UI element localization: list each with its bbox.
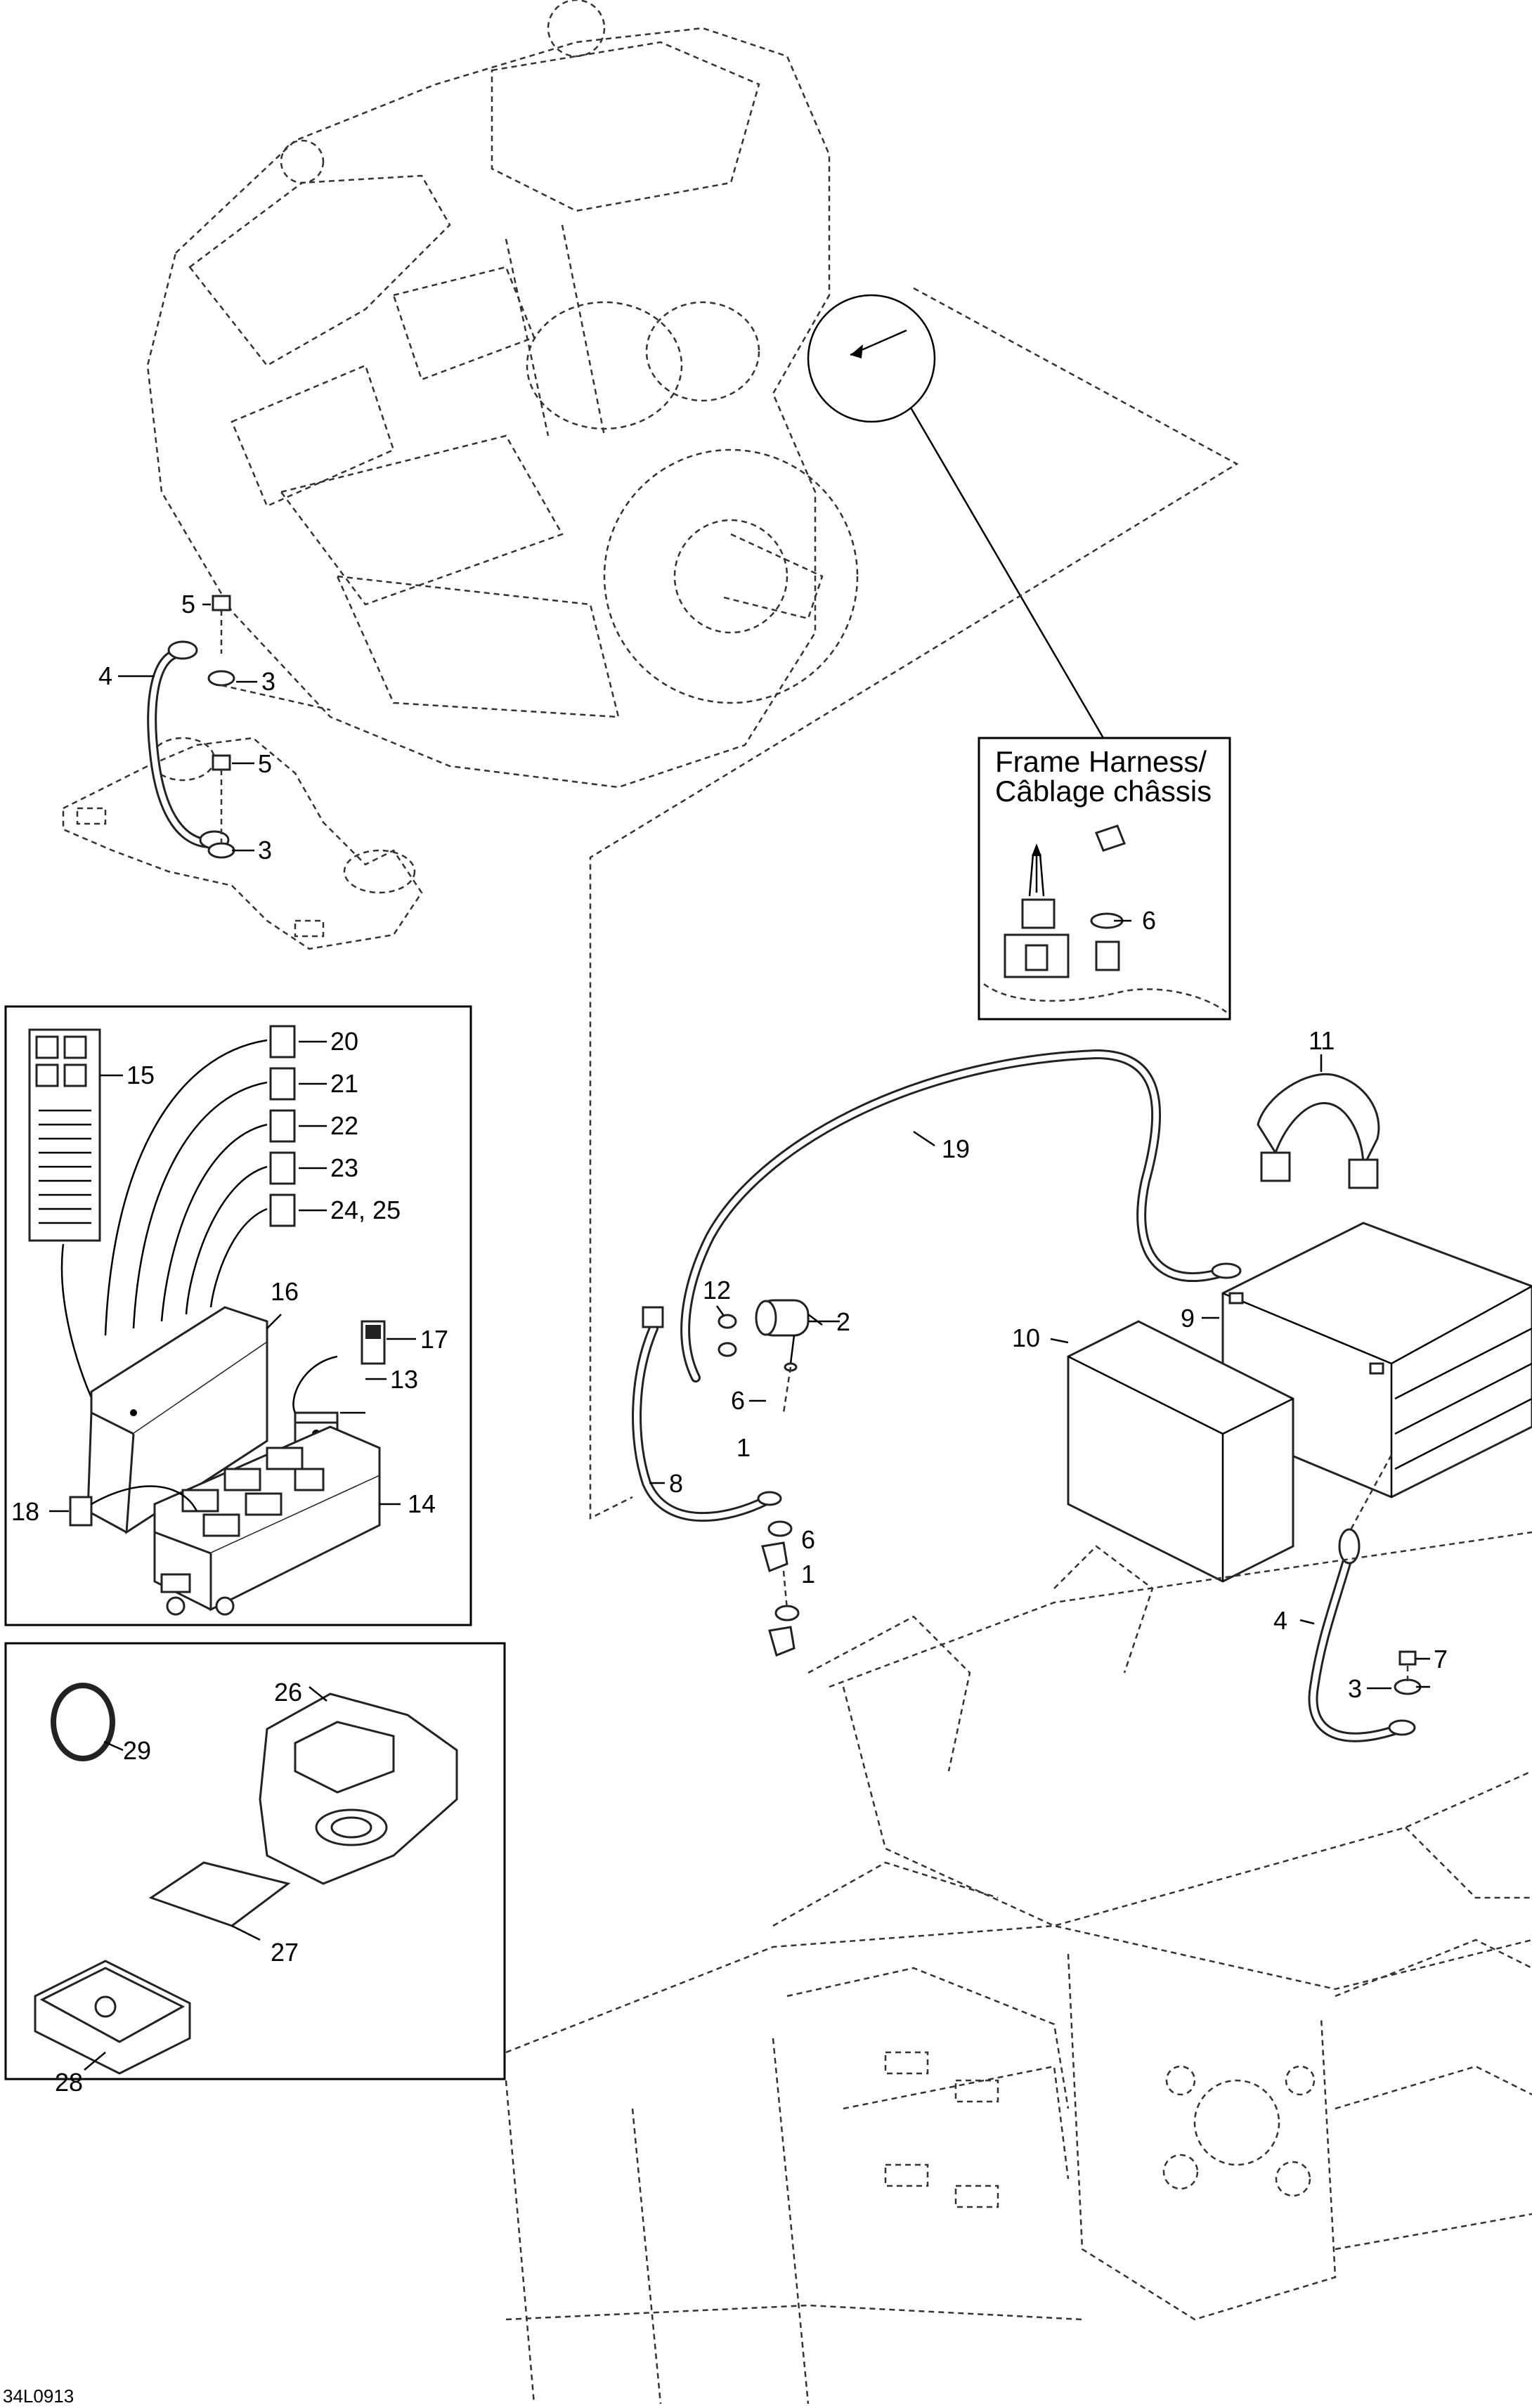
solenoid-nuts <box>715 1305 792 1413</box>
inset-title-line-2: Câblage châssis <box>995 775 1212 808</box>
callout-11: 11 <box>1309 1026 1335 1055</box>
fuse-loose <box>49 1485 198 1527</box>
callout-6-lower: 6 <box>801 1525 815 1554</box>
detail-callout-circle <box>807 294 1105 739</box>
callout-9: 9 <box>1181 1304 1195 1333</box>
callout-21: 21 <box>330 1069 358 1098</box>
mini-fuses <box>269 1025 309 1227</box>
adhesive-pad <box>148 1861 291 1941</box>
inset-title-line-1: Frame Harness/ <box>995 745 1207 778</box>
callout-6-solenoid: 6 <box>731 1386 745 1415</box>
callout-18: 18 <box>11 1497 39 1526</box>
ground-cable-frame <box>1299 1454 1416 1742</box>
frame-ground-hardware <box>1394 1650 1430 1695</box>
callout-10: 10 <box>1012 1323 1040 1352</box>
callout-22: 22 <box>330 1111 358 1140</box>
diagram-reference-code: 34L0913 <box>3 2386 74 2407</box>
callout-6-inset: 6 <box>1142 906 1156 935</box>
fuse-box-panel <box>4 1005 472 1626</box>
battery-box-cover <box>34 1960 191 2075</box>
callout-1-upper: 1 <box>736 1433 751 1462</box>
callout-5-upper: 5 <box>181 590 195 619</box>
fuse-box-label-sticker <box>28 1028 123 1242</box>
battery-support-tray <box>259 1686 458 1885</box>
o-ring <box>51 1683 124 1761</box>
fuse-block-base <box>153 1425 401 1616</box>
vehicle-frame <box>505 1531 1532 2404</box>
callout-4-upper: 4 <box>98 661 112 690</box>
fuse-box-cover <box>86 1306 282 1534</box>
callout-labels: 5 4 3 5 3 Frame Harness/ Câblage châssis… <box>3 590 1448 2407</box>
callout-17: 17 <box>420 1325 448 1354</box>
relay-small <box>361 1320 404 1365</box>
battery-pad <box>1050 1320 1294 1583</box>
callout-3-lower: 3 <box>258 836 272 865</box>
accessory-panel <box>4 1642 506 2080</box>
callout-13: 13 <box>390 1365 418 1394</box>
callout-16: 16 <box>271 1277 299 1306</box>
main-positive-cable <box>680 1049 1242 1383</box>
assembly-leader-line <box>589 287 1239 1520</box>
callout-23: 23 <box>330 1153 358 1182</box>
callout-2: 2 <box>836 1307 850 1336</box>
callout-15: 15 <box>126 1061 155 1089</box>
engine-ground-bolts <box>207 595 331 859</box>
starter-cable <box>632 1306 782 1522</box>
ground-cable-engine <box>147 640 230 850</box>
callout-20: 20 <box>330 1027 358 1056</box>
battery-hold-strap <box>1257 1054 1380 1189</box>
callout-8: 8 <box>669 1469 683 1498</box>
callout-29: 29 <box>123 1736 151 1765</box>
callout-7: 7 <box>1434 1645 1448 1674</box>
callout-14: 14 <box>408 1489 436 1518</box>
callout-19: 19 <box>942 1134 970 1163</box>
engine-support-bracket <box>62 737 423 950</box>
callout-4-frame: 4 <box>1273 1606 1287 1635</box>
callout-28: 28 <box>55 2068 83 2097</box>
callout-24-25: 24, 25 <box>330 1196 401 1224</box>
callout-1-lower: 1 <box>801 1560 815 1588</box>
terminal-caps <box>761 1520 800 1657</box>
callout-27: 27 <box>271 1938 299 1967</box>
callout-26: 26 <box>274 1678 302 1707</box>
callout-3-upper: 3 <box>261 667 275 696</box>
callout-3-frame: 3 <box>1348 1674 1362 1703</box>
engine-illustration <box>146 0 859 789</box>
frame-harness-inset <box>978 737 1231 1021</box>
fuse-insertion-arrows <box>60 1039 268 1413</box>
solenoid <box>755 1299 840 1372</box>
callout-12: 12 <box>703 1276 731 1305</box>
callout-5-lower: 5 <box>258 749 272 778</box>
